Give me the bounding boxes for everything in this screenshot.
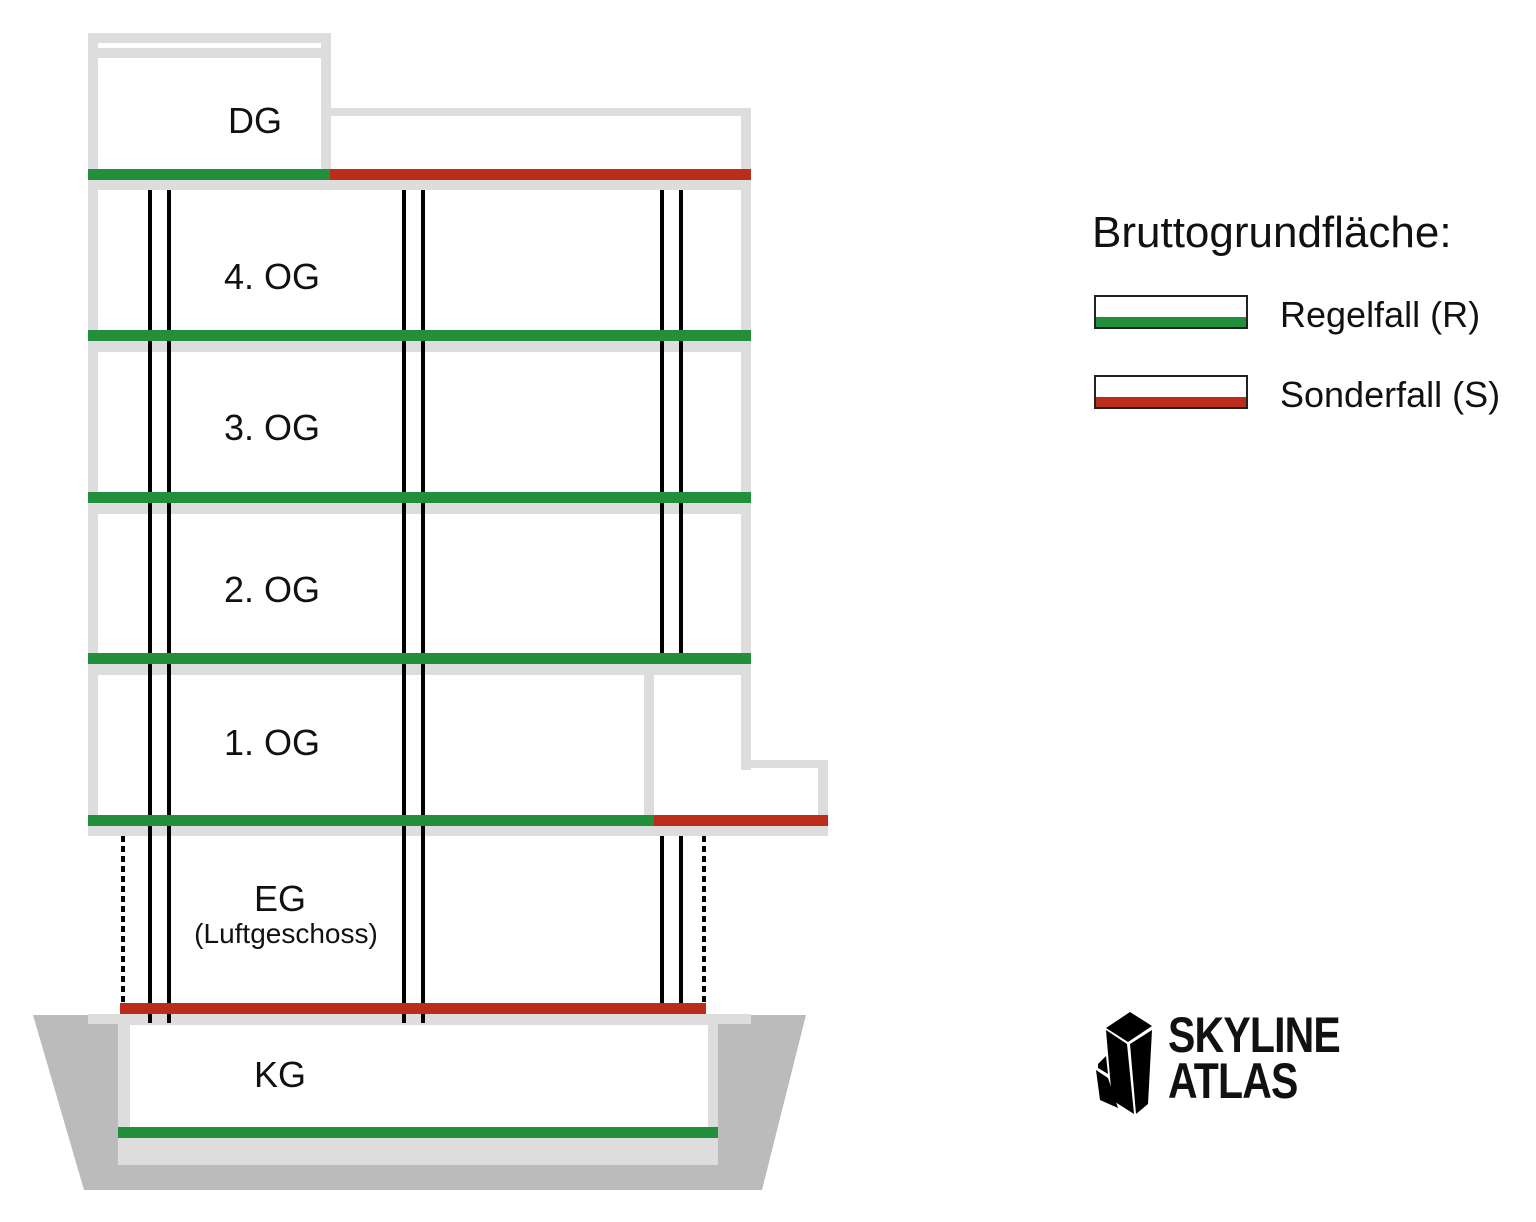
floor-label-og2: 2. OG: [223, 569, 321, 610]
dg-roof-outer: [88, 33, 331, 43]
bgf-dg-regelfall: [88, 169, 330, 180]
bgf-dg-sonderfall: [330, 169, 751, 180]
legend-bar-sonderfall: [1096, 397, 1246, 407]
dg-wall-left: [88, 33, 98, 173]
slab-og1: [88, 826, 828, 836]
skyscraper-logo-icon: [1096, 1012, 1152, 1114]
column-2b: [421, 190, 425, 1023]
column-3b: [679, 190, 683, 654]
og1-bay-inner-wall: [644, 670, 654, 828]
legend-swatch-sonderfall: [1094, 375, 1248, 409]
legend-label-sonderfall: Sonderfall (S): [1280, 374, 1501, 415]
terrace-parapet-top: [331, 108, 751, 116]
floor-label-og1: 1. OG: [223, 722, 321, 763]
logo-line-1: SKYLINE: [1168, 1007, 1341, 1063]
facade-wall-right: [741, 170, 751, 770]
floor-sublabel-eg: (Luftgeschoss): [194, 918, 378, 949]
eg-open-facade-left: [121, 836, 125, 1004]
legend-swatch-regelfall: [1094, 295, 1248, 329]
column-1b: [167, 190, 171, 1023]
building-section: DG 4. OG 3. OG 2. OG 1. OG EG (Luftgesch…: [33, 33, 828, 1190]
legend-title: Bruttogrundfläche:: [1092, 208, 1452, 257]
bgf-og3-regelfall: [88, 492, 751, 503]
terrace-parapet-right: [741, 108, 751, 173]
floor-label-eg: EG: [253, 878, 306, 919]
dg-wall-right: [321, 33, 331, 173]
column-1a: [148, 190, 152, 1023]
og1-bay-top: [741, 760, 828, 768]
column-3a: [660, 190, 664, 654]
bgf-kg-regelfall: [118, 1127, 718, 1138]
floor-label-dg: DG: [228, 100, 282, 141]
slab-og2: [88, 664, 751, 675]
floor-label-kg: KG: [253, 1054, 306, 1095]
slab-eg: [88, 1014, 751, 1024]
eg-open-facade-right: [702, 836, 706, 1004]
column-3d: [679, 836, 683, 1004]
dg-roof-inner: [88, 48, 331, 58]
bgf-og2-regelfall: [88, 653, 751, 664]
bgf-og1-sonderfall: [654, 815, 828, 826]
bgf-eg-sonderfall: [120, 1003, 706, 1014]
slab-og3: [88, 503, 751, 514]
ground-excavation: [33, 1015, 806, 1190]
legend-bar-regelfall: [1096, 317, 1246, 327]
bgf-og4-regelfall: [88, 330, 751, 341]
og1-bay-right: [818, 760, 828, 830]
column-3c: [660, 836, 664, 1004]
floor-label-og4: 4. OG: [223, 256, 321, 297]
logo-wordmark: SKYLINE ATLAS: [1168, 1007, 1341, 1109]
column-2a: [402, 190, 406, 1023]
slab-dg: [88, 180, 751, 190]
legend-label-regelfall: Regelfall (R): [1280, 294, 1481, 335]
logo-line-2: ATLAS: [1168, 1053, 1298, 1109]
floor-label-og3: 3. OG: [223, 407, 321, 448]
slab-og4: [88, 341, 751, 352]
bgf-og1-regelfall: [88, 815, 654, 826]
